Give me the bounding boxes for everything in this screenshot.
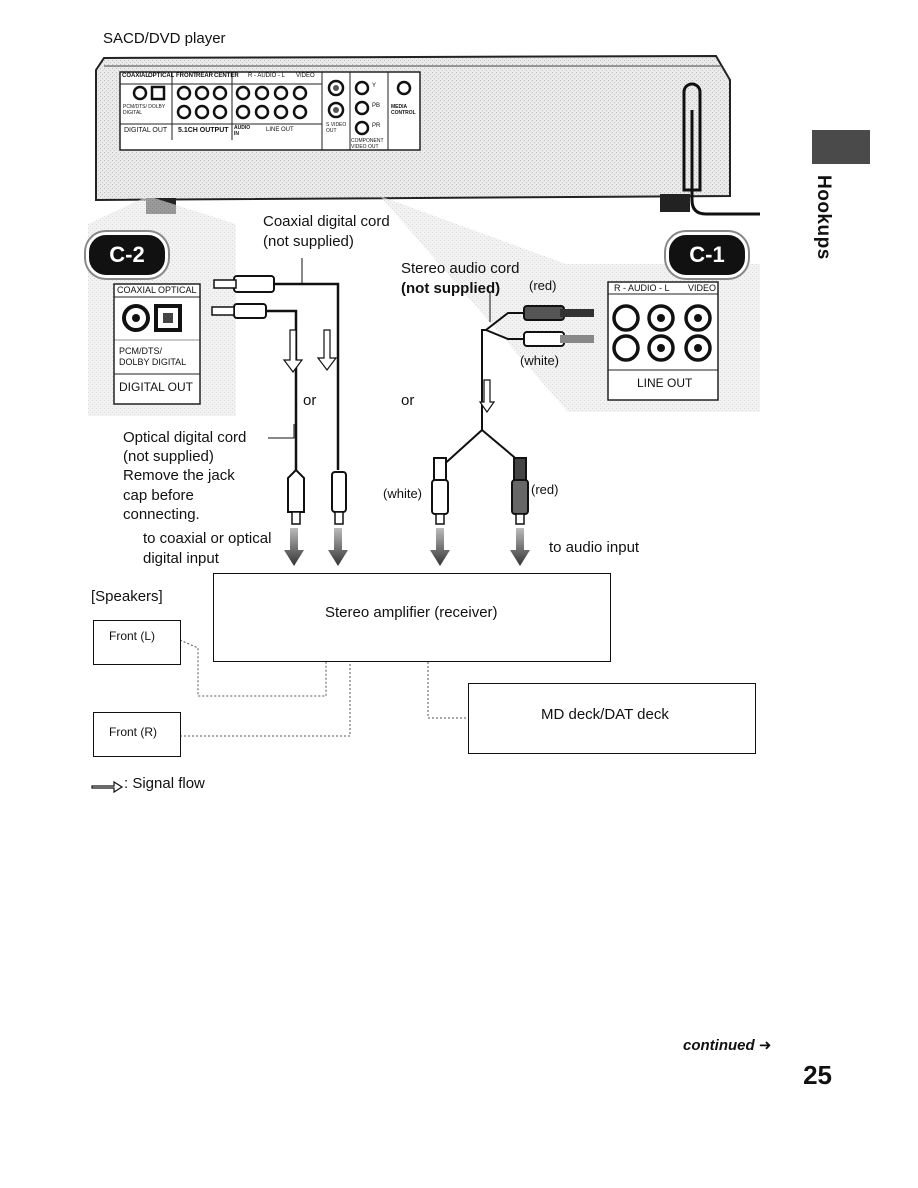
speakers-heading: [Speakers] [91,588,163,605]
c2-jack-panel [113,283,201,405]
c2-pcm-label: PCM/DTS/ DOLBY DIGITAL [119,346,187,367]
amplifier-label: Stereo amplifier (receiver) [325,604,498,621]
player-pcm-label: PCM/DTS/ DOLBY DIGITAL [123,104,166,116]
section-tab-label: Hookups [813,175,834,260]
stereo-cord-label: Stereo audio cord [401,260,520,277]
player-component-label: COMPONENT VIDEO OUT [351,138,384,150]
player-rear-label: REAR [196,73,214,79]
player-digital-out-label: DIGITAL OUT [124,127,168,134]
optical-instruction-2: cap before [123,487,194,504]
player-audio-in-label: AUDIO IN [234,125,251,137]
player-video-label: VIDEO [296,73,315,79]
to-digital-input-label-2: digital input [143,550,219,567]
player-y-label: Y [372,83,377,89]
player-front-label: FRONT [176,73,197,79]
player-pr-label: PR [372,123,381,129]
or-label-left: or [303,392,317,409]
md-dat-deck-label: MD deck/DAT deck [541,706,669,723]
player-pb-label: PB [372,103,381,109]
white-plug-label-bottom: (white) [383,486,423,501]
c1-badge: C-1 [666,232,748,278]
player-optical-label: OPTICAL [148,73,175,79]
coaxial-cord-note: (not supplied) [263,233,354,250]
red-plug-label-top: (red) [529,278,557,293]
player-audio-label: R - AUDIO - L [248,73,286,79]
coaxial-cord [211,258,347,525]
player-svideo-label: S VIDEO OUT [326,122,347,134]
c1-video-label: VIDEO [688,283,717,293]
c1-audio-label: R - AUDIO - L [614,283,670,293]
front-right-label: Front (R) [109,725,157,739]
c2-badge: C-2 [86,232,168,278]
legend-arrow-icon [91,780,124,794]
coaxial-cord-label: Coaxial digital cord [263,213,390,230]
stereo-cord-note: (not supplied) [401,280,501,297]
c1-jack-panel [607,281,719,401]
player-chassis [95,54,760,216]
optical-cord-label: Optical digital cord [123,429,247,446]
speaker-wires [179,639,468,737]
red-plug-label-bottom: (red) [531,482,559,497]
player-media-control-label: MEDIA CONTROL [391,104,416,116]
amplifier-box: Stereo amplifier (receiver) [213,573,611,662]
c2-optical-label: OPTICAL [158,285,197,295]
stereo-audio-cord [431,292,594,525]
white-plug-label-top: (white) [520,353,560,368]
to-digital-input-label: to coaxial or optical [143,530,272,547]
optical-instruction-3: connecting. [123,506,200,523]
player-center-label: CENTER [214,73,239,79]
front-left-label: Front (L) [109,629,156,643]
front-left-speaker-box: Front (L) [93,620,181,665]
page-title: SACD/DVD player [103,30,226,47]
signal-flow-legend: : Signal flow [124,775,205,792]
c2-coaxial-label: COAXIAL [117,285,157,295]
front-right-speaker-box: Front (R) [93,712,181,757]
optical-instruction-1: Remove the jack [123,467,235,484]
player-51ch-label: 5.1CH OUTPUT [178,127,229,134]
optical-cord-note: (not supplied) [123,448,214,465]
continued-label: continued ➜ [683,1037,772,1054]
section-tab-marker [812,130,870,164]
player-line-out-label: LINE OUT [266,127,294,133]
md-dat-deck-box: MD deck/DAT deck [468,683,756,754]
c2-digital-out-label: DIGITAL OUT [119,380,194,394]
to-audio-input-label: to audio input [549,539,640,556]
arrow-right-icon: ➜ [758,1037,772,1054]
or-label-right: or [401,392,415,409]
page-number: 25 [803,1060,832,1090]
signal-arrows [284,528,530,566]
player-coaxial-label: COAXIAL [122,73,149,79]
c1-line-out-label: LINE OUT [637,376,693,390]
